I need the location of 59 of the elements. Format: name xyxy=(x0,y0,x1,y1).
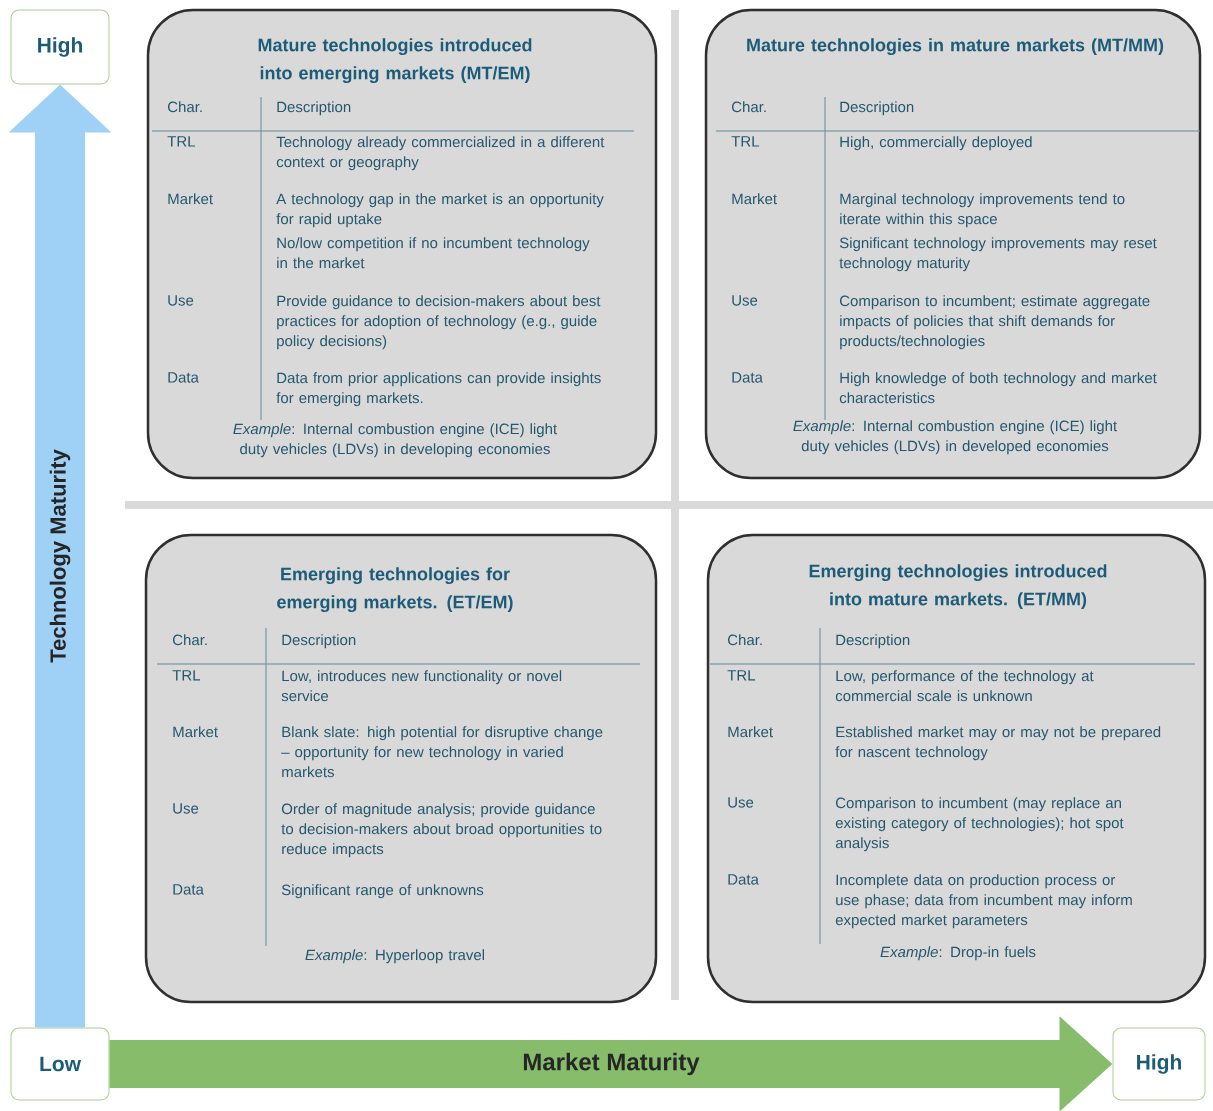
card xyxy=(704,8,1202,480)
axis-end-box: High xyxy=(10,9,110,85)
row-label: TRL xyxy=(731,136,760,147)
example-text: Example: Internal combustion engine (ICE) light duty vehicles (LDVs) in developed economies xyxy=(793,420,1117,455)
row-label: Use xyxy=(732,295,758,306)
row-label: Data xyxy=(728,874,759,885)
row-label: Market xyxy=(168,193,213,205)
row-label: Use xyxy=(728,797,754,808)
column-header: Char. xyxy=(173,634,207,646)
card xyxy=(144,533,658,1004)
axis-end-box: Low xyxy=(10,1027,110,1101)
row-label: TRL xyxy=(172,670,201,681)
column-header: Char. xyxy=(168,101,202,113)
description-text: High, commercially deployed xyxy=(840,136,1032,151)
card-title: Mature technologies in mature markets (MT/MM) xyxy=(747,38,1164,56)
axis-label: Technology Maturity xyxy=(47,447,73,665)
card-title: Mature technologies introduced into emerging markets (MT/EM) xyxy=(258,38,532,84)
column-header: Description xyxy=(277,101,351,116)
example-text: Example: Hyperloop travel xyxy=(305,949,484,964)
row-label: TRL xyxy=(727,670,756,681)
description-text: Low, performance of the technology at commercial scale is unknown xyxy=(835,670,1094,702)
description-text: Data from prior applications can provide insights for emerging markets. xyxy=(276,372,601,407)
row-label: Data xyxy=(732,372,763,383)
description-text: A technology gap in the market is an opportunity for rapid uptake xyxy=(276,193,604,228)
row-label: Use xyxy=(173,803,199,814)
card xyxy=(706,533,1207,1004)
example-text: Example: Internal combustion engine (ICE) light duty vehicles (LDVs) in developing economies xyxy=(233,423,557,458)
description-text: Marginal technology improvements tend to iterate within this space xyxy=(840,193,1125,228)
axis-end-box: High xyxy=(1112,1027,1206,1101)
row-label: TRL xyxy=(167,136,196,147)
column-header: Description xyxy=(840,101,914,116)
description-text: Comparison to incumbent (may replace an existing category of technologies); hot spot analysis xyxy=(835,797,1124,852)
row-label: Market xyxy=(732,193,777,205)
column-header: Description xyxy=(282,634,356,649)
description-text: Significant technology improvements may reset technology maturity xyxy=(839,237,1157,272)
column-header: Char. xyxy=(728,634,762,646)
description-text: Blank slate: high potential for disruptive change – opportunity for new technology in varied markets xyxy=(281,726,603,778)
description-text: Established market may or may not be prepared for nascent technology xyxy=(835,726,1161,761)
description-text: High knowledge of both technology and market characteristics xyxy=(839,372,1157,404)
row-label: Market xyxy=(173,726,218,738)
description-text: Incomplete data on production process or use phase; data from incumbent may inform expected market parameters xyxy=(835,874,1132,929)
card xyxy=(146,8,658,480)
row-label: Data xyxy=(173,884,204,895)
description-text: Technology already commercialized in a different context or geography xyxy=(276,136,605,171)
description-text: Order of magnitude analysis; provide guidance to decision-makers about broad opportunities to reduce impacts xyxy=(281,803,602,858)
row-label: Use xyxy=(168,295,194,306)
example-text: Example: Drop-in fuels xyxy=(880,946,1036,961)
description-text: Comparison to incumbent; estimate aggregate impacts of policies that shift demands for products/technologies xyxy=(840,295,1150,350)
card-title: Emerging technologies for emerging markets. (ET/EM) xyxy=(277,567,513,613)
column-header: Char. xyxy=(732,101,766,113)
row-label: Market xyxy=(728,726,773,738)
description-text: No/low competition if no incumbent technology in the market xyxy=(277,237,590,269)
row-label: Data xyxy=(168,372,199,383)
description-text: Low, introduces new functionality or novel service xyxy=(281,670,562,702)
axis-label: Market Maturity xyxy=(520,1050,702,1078)
column-header: Description xyxy=(836,634,910,649)
card-title: Emerging technologies introduced into mature markets. (ET/MM) xyxy=(809,564,1107,609)
description-text: Significant range of unknowns xyxy=(281,884,484,899)
description-text: Provide guidance to decision-makers about best practices for adoption of technology (e.g., guide policy decisions) xyxy=(277,295,601,350)
